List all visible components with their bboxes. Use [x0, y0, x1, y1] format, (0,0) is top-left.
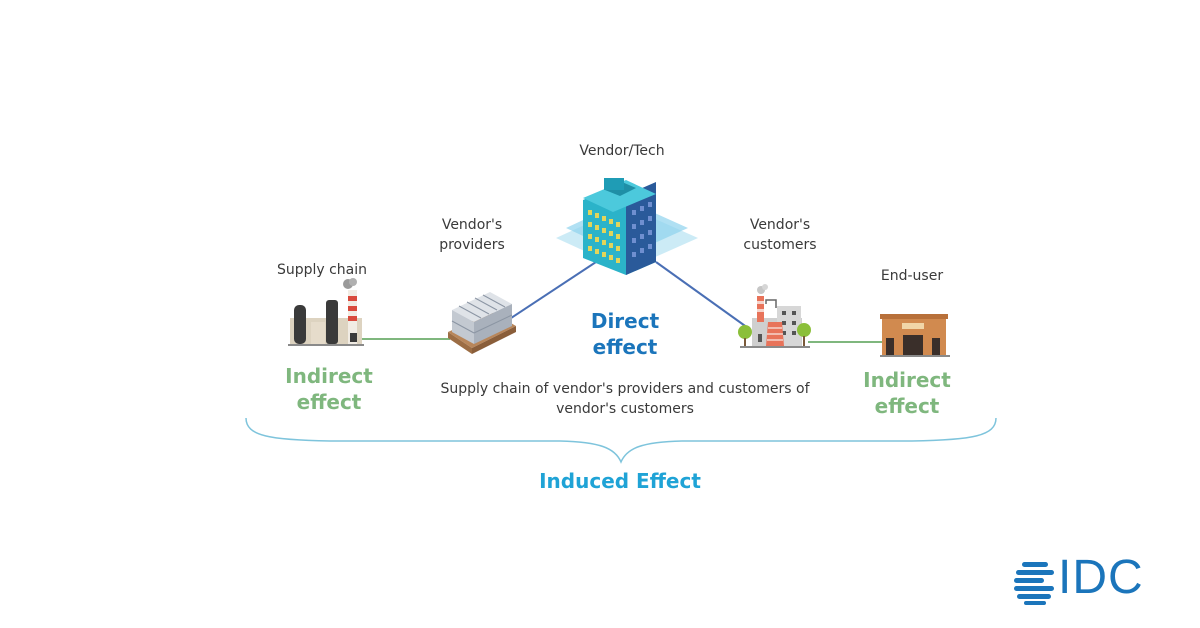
vendors-providers-label-line1: Vendor's — [441, 217, 503, 233]
indirect-effect-left-line2: effect — [296, 390, 362, 414]
indirect-effect-right-line2: effect — [874, 394, 940, 418]
idc-globe-icon — [1014, 562, 1054, 605]
connector-vendor-customers — [655, 261, 749, 329]
idc-logo-text: IDC — [1058, 551, 1144, 604]
vendors-customers-label-line1: Vendor's — [749, 217, 811, 233]
supply-chain-caption: Supply chain of vendor's providers and c… — [400, 379, 850, 419]
indirect-effect-left-line1: Indirect — [285, 364, 373, 388]
vendors-providers-label: Vendor's providers — [420, 215, 524, 255]
indirect-effect-right-label: Indirect effect — [848, 367, 966, 419]
induced-effect-label: Induced Effect — [539, 469, 701, 493]
supply-chain-caption-line2: vendor's customers — [556, 401, 694, 417]
idc-logo: IDC — [1010, 551, 1170, 608]
direct-effect-label: Direct effect — [570, 308, 680, 360]
direct-effect-line1: Direct — [590, 309, 660, 333]
vendors-customers-label: Vendor's customers — [728, 215, 832, 255]
indirect-effect-left-label: Indirect effect — [270, 363, 388, 415]
vendor-tech-label: Vendor/Tech — [579, 143, 665, 159]
end-user-label: End-user — [880, 268, 944, 284]
direct-effect-line2: effect — [592, 335, 658, 359]
indirect-effect-right-line1: Indirect — [863, 368, 951, 392]
vendors-customers-label-line2: customers — [743, 237, 817, 253]
supply-chain-label: Supply chain — [276, 262, 368, 278]
induced-brace — [245, 417, 997, 464]
supply-chain-caption-line1: Supply chain of vendor's providers and c… — [440, 381, 810, 397]
vendors-providers-label-line2: providers — [439, 237, 505, 253]
connector-providers-vendor — [504, 261, 597, 323]
